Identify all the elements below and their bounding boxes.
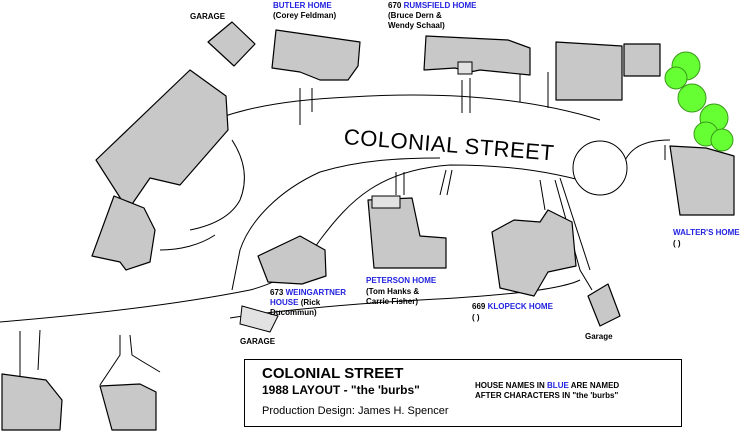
garage-bottom-label: GARAGE — [240, 337, 276, 346]
peterson-home — [367, 197, 447, 269]
walters-home-label: WALTER'S HOME — [673, 228, 740, 237]
legend-credit: Production Design: James H. Spencer — [262, 405, 449, 417]
left-mansion-bottom — [91, 195, 156, 271]
rumsfield-actors-1: (Bruce Dern & — [388, 11, 442, 20]
garage-right-label: Garage — [585, 332, 613, 341]
legend-note-blue: BLUE — [547, 381, 569, 390]
weingartner-actor-2: Ducommun) — [270, 308, 317, 317]
garage-top — [207, 21, 256, 67]
legend-subtitle: 1988 LAYOUT - "the 'burbs" — [262, 383, 420, 397]
rumsfield-home — [423, 35, 531, 76]
klopeck-name: KLOPECK HOME — [487, 302, 553, 311]
legend-note: HOUSE NAMES IN BLUE ARE NAMED AFTER CHAR… — [475, 381, 619, 401]
legend-title: COLONIAL STREET — [262, 365, 404, 382]
klopeck-actor-label: ( ) — [472, 313, 480, 322]
peterson-actors-1: (Tom Hanks & — [366, 287, 420, 296]
walters-home — [669, 145, 735, 216]
bottom-middle-house — [99, 383, 157, 431]
bottom-left-house — [1, 373, 63, 431]
weingartner-line-2: HOUSE (Rick — [270, 298, 320, 308]
garage-right — [587, 283, 621, 327]
rumsfield-name: RUMSFIELD HOME — [403, 1, 477, 10]
left-mansion-top — [95, 69, 229, 211]
rumsfield-neighbor-2 — [623, 43, 661, 77]
butler-actor-label: (Corey Feldman) — [273, 11, 337, 20]
weingartner-number: 673 — [270, 288, 284, 297]
legend-note-2: ARE NAMED — [570, 381, 620, 390]
peterson-actors-2: Carrie Fisher) — [366, 297, 419, 306]
legend-note-3: AFTER CHARACTERS IN "the 'burbs" — [475, 391, 619, 400]
klopeck-home-label: 669 KLOPECK HOME — [472, 302, 553, 312]
butler-home — [271, 29, 361, 81]
rumsfield-neighbor-1 — [555, 41, 623, 101]
legend-box: COLONIAL STREET 1988 LAYOUT - "the 'burb… — [244, 359, 682, 427]
garage-bottom — [239, 305, 279, 333]
walters-actor-label: ( ) — [673, 239, 681, 248]
klopeck-home — [491, 209, 577, 297]
weingartner-house-label: 673 WEINGARTNER — [270, 288, 346, 298]
rumsfield-home-label: 670 RUMSFIELD HOME — [388, 1, 476, 11]
rumsfield-actors-2: Wendy Schaal) — [388, 21, 445, 30]
weingartner-house — [257, 235, 327, 285]
weingartner-name-2: HOUSE — [270, 298, 299, 307]
klopeck-number: 669 — [472, 302, 486, 311]
butler-home-label: BUTLER HOME — [273, 1, 332, 10]
trees — [664, 51, 734, 152]
cul-de-sac — [572, 140, 628, 196]
weingartner-actor-1: (Rick — [300, 298, 321, 307]
peterson-home-label: PETERSON HOME — [366, 276, 437, 285]
houses — [1, 21, 735, 431]
weingartner-name-1: WEINGARTNER — [285, 288, 347, 297]
garage-top-label: GARAGE — [190, 12, 226, 21]
rumsfield-number: 670 — [388, 1, 402, 10]
legend-note-1: HOUSE NAMES IN — [475, 381, 545, 390]
